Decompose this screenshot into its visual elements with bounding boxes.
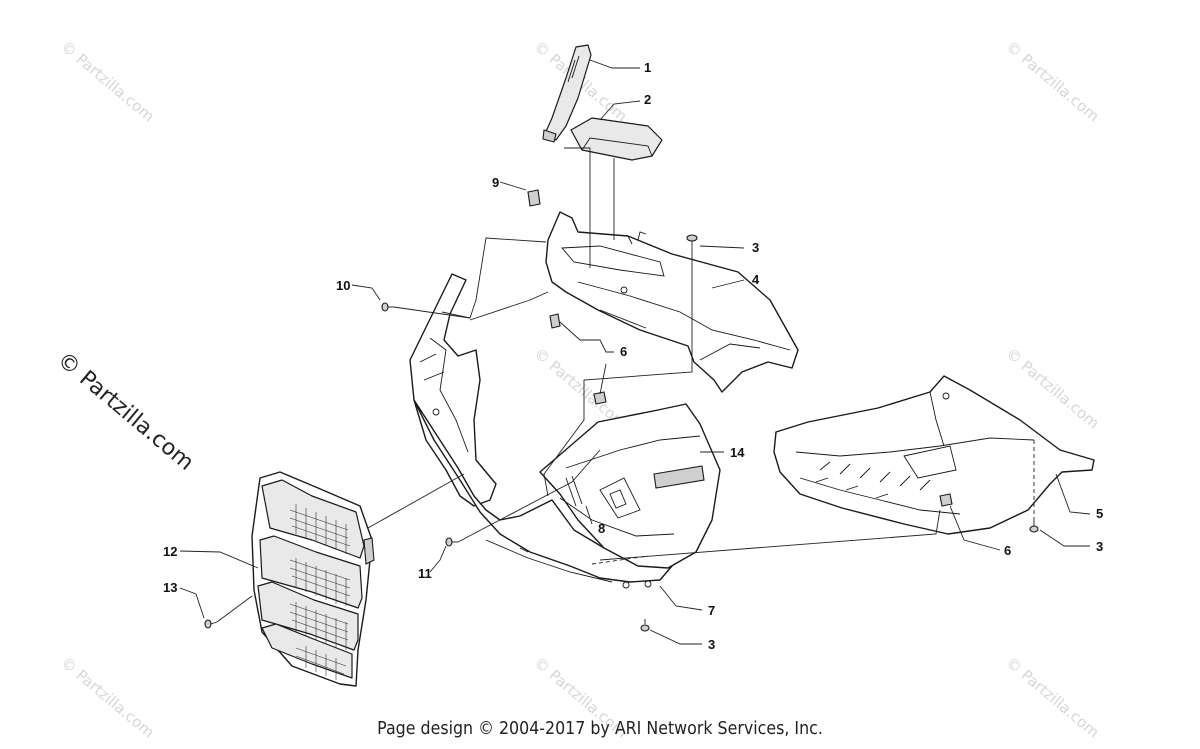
part-2-pad (570, 117, 663, 161)
callout-13: 13 (163, 580, 177, 595)
callout-10: 10 (336, 278, 350, 293)
fasteners (204, 234, 1039, 632)
part-9-clip (527, 189, 541, 207)
screw-3-top (686, 234, 698, 246)
part-5-belly-pan (773, 375, 1095, 535)
callout-14: 14 (730, 445, 745, 460)
watermark-large: © Partzilla.com (52, 347, 198, 475)
left-side-panel (409, 273, 497, 507)
callout-8: 8 (598, 521, 605, 536)
callout-6-lower: 6 (1004, 543, 1011, 558)
callout-3-right: 3 (1096, 539, 1103, 554)
screw-3-bottom (640, 619, 650, 632)
callout-labels: 1 2 3 4 5 3 6 6 7 3 8 9 10 11 12 13 14 (163, 60, 1103, 652)
screw-10 (381, 302, 394, 312)
callout-2: 2 (644, 92, 651, 107)
watermark-top-right: © Partzilla.com (1002, 37, 1102, 125)
callout-12: 12 (163, 544, 177, 559)
screw-11 (445, 537, 458, 547)
part-1-strap (542, 44, 592, 143)
callout-5: 5 (1096, 506, 1103, 521)
screw-3-right (1029, 520, 1039, 533)
callout-7: 7 (708, 603, 715, 618)
watermark-top-left: © Partzilla.com (57, 37, 157, 125)
callout-3-top: 3 (752, 240, 759, 255)
callout-1: 1 (644, 60, 651, 75)
part-14-dash-panel: CTEC (539, 403, 721, 569)
callout-4: 4 (752, 272, 760, 287)
part-12-grille (251, 471, 375, 687)
callout-9: 9 (492, 175, 499, 190)
part-4-console (545, 211, 799, 393)
screw-13 (204, 619, 218, 629)
callout-6-upper: 6 (620, 344, 627, 359)
callout-11: 11 (418, 566, 432, 581)
page-footer-copyright: Page design © 2004-2017 by ARI Network S… (377, 718, 823, 739)
callout-3-bottom: 3 (708, 637, 715, 652)
callout-leaders (179, 59, 1091, 645)
assembly-lines (216, 147, 1035, 623)
